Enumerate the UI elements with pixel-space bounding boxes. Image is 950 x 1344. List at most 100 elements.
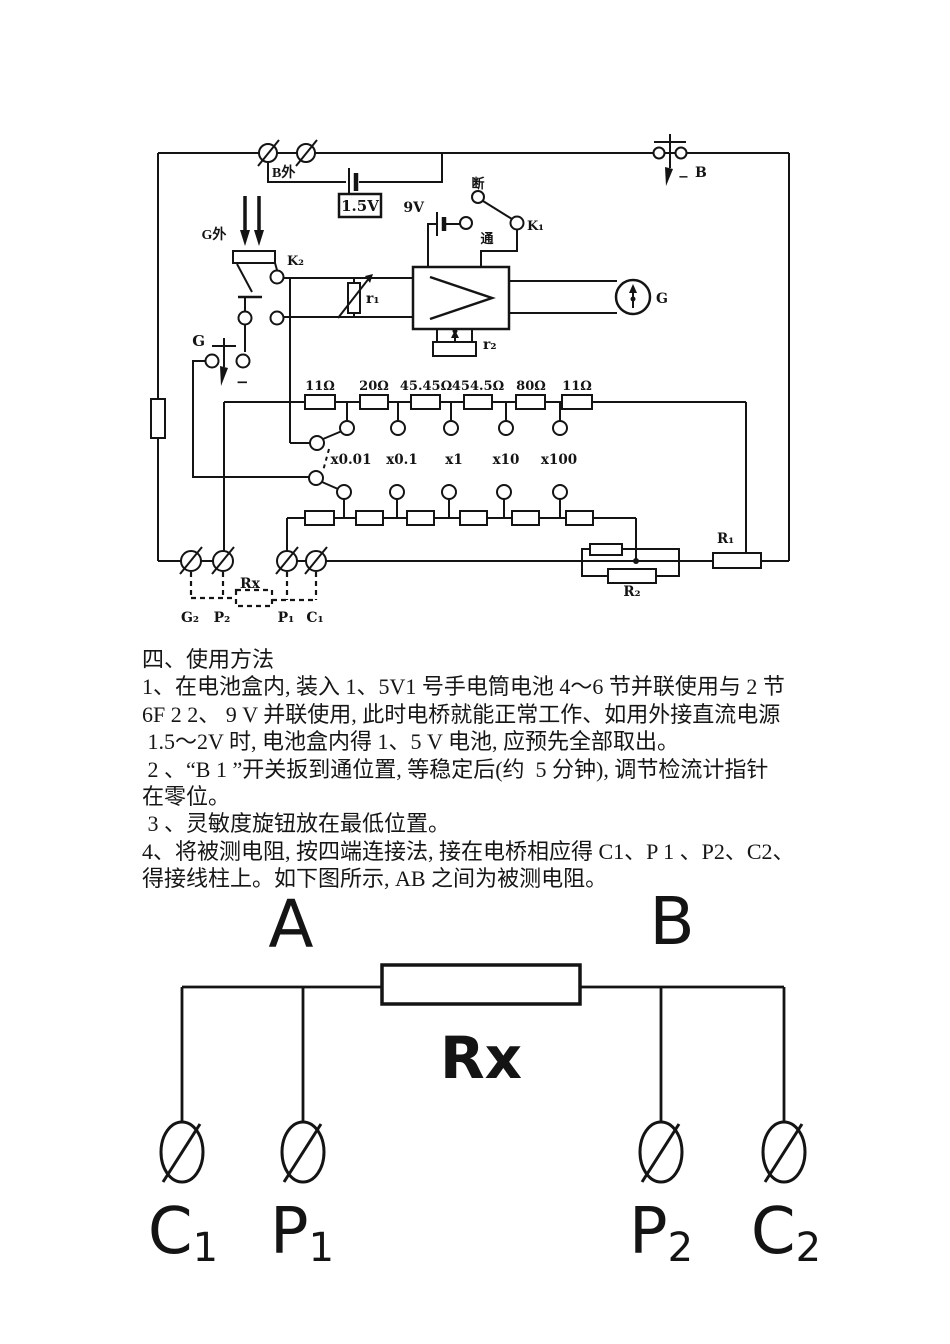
wiper2-arm: [321, 481, 339, 490]
battery-9v-label: 9V: [403, 200, 425, 216]
row1-resistor-value: 20Ω: [359, 379, 389, 394]
binding-posts: [179, 546, 328, 575]
terminal-subscript: 1: [193, 1225, 218, 1271]
left-edge-resistor: [150, 398, 166, 439]
terminal-subscript: 1: [309, 1225, 334, 1271]
wiper1-feed-wire: [289, 278, 310, 444]
multiplier-label: x0.1: [386, 452, 418, 468]
g-ext-label: G外: [202, 226, 227, 243]
k1-switch: [459, 190, 525, 231]
rx-figure: [159, 963, 807, 1184]
junction-dot: [633, 558, 639, 564]
instruction-line: 3 、灵敏度旋钮放在最低位置。: [142, 811, 451, 837]
rx-resistor-box: [380, 963, 582, 1006]
tong-on-label: 通: [480, 231, 493, 246]
instruction-line: 6F 2 2、 9 V 并联使用, 此时电桥就能正常工作、如用外接直流电源: [142, 701, 781, 727]
row1-tap-contacts: [339, 420, 568, 436]
post-label-p2: P₂: [214, 610, 231, 626]
instruction-line: 在零位。: [142, 784, 231, 810]
terminal-letter: C: [148, 1195, 193, 1269]
amplifier-box: [411, 265, 511, 331]
wiper2-pivot: [308, 470, 324, 486]
r2-label: r₂: [483, 337, 497, 353]
rx-figure-drop-wires: [180, 987, 786, 1122]
terminal-label-c1: C1: [148, 1195, 218, 1271]
terminal-label-c2: C2: [751, 1195, 821, 1271]
b-jack-label: B: [695, 165, 707, 181]
instruction-line: 2 、“B 1 ”开关扳到通位置, 等稳定后(约 5 分钟), 调节检流计指针: [142, 756, 769, 782]
r2-top-resistor: [589, 543, 623, 556]
multiplier-label: x100: [541, 452, 577, 468]
g-jack-minus: −: [236, 373, 249, 391]
rx-big-label: Rx: [440, 1024, 522, 1092]
row1-resistor-value: 80Ω: [516, 379, 546, 394]
row1-resistor-value: 11Ω: [305, 379, 335, 394]
b-jack-minus: −: [678, 170, 689, 185]
row1-tap-stems: [346, 402, 561, 421]
multiplier-label: x0.01: [331, 452, 372, 468]
terminal-label-p1: P1: [270, 1195, 334, 1271]
row2-tap-stems: [343, 499, 561, 518]
r1-resistor: [712, 552, 762, 569]
k1-label: K₁: [527, 219, 544, 234]
g-ext-arrows-icon: [240, 196, 264, 246]
battery-loop-right: [359, 154, 443, 183]
instruction-line: 4、将被测电阻, 按四端连接法, 接在电桥相应得 C1、P 1 、P2、C2、: [142, 838, 795, 864]
b-ext-label: B外: [272, 164, 295, 181]
row2-resistors: [304, 510, 594, 526]
galvanometer: [614, 278, 652, 316]
post-label-c1: C₁: [306, 610, 323, 626]
node-a-label: A: [268, 886, 313, 963]
terminal-subscript: 2: [796, 1225, 821, 1271]
row1-resistor-value: 45.45Ω: [400, 379, 452, 394]
R2-label: R₂: [623, 584, 640, 600]
row2-tap-contacts: [336, 484, 568, 500]
b-ext-terminal-2: [295, 139, 318, 167]
terminal-letter: P: [629, 1195, 668, 1269]
post-label-g2: G₂: [181, 610, 199, 626]
wiper1-pivot: [309, 435, 325, 451]
k2-label: K₂: [287, 254, 304, 269]
rx-small-label: Rx: [240, 576, 261, 592]
duan-off-label: 断: [471, 176, 484, 191]
rx-figure-terminals: [159, 1120, 807, 1184]
r2-potentiometer: [432, 328, 477, 357]
instruction-line: 得接线柱上。如下图所示, AB 之间为被测电阻。: [142, 866, 608, 892]
battery-1v5-label: 1.5V: [341, 197, 379, 215]
row1-resistor-value: 11Ω: [562, 379, 592, 394]
node-b-label: B: [649, 883, 694, 960]
section-heading: 四、使用方法: [142, 647, 275, 672]
terminal-letter: C: [751, 1195, 796, 1269]
wiper1-arm: [322, 430, 343, 440]
bridge-circuit-wires: [157, 152, 790, 608]
rx-figure-labels: A B Rx C1 P1 P2 C2: [148, 883, 821, 1271]
g-jack: [204, 338, 251, 386]
k2-knife-arm: [236, 263, 253, 293]
R1-label: R₁: [717, 531, 734, 547]
terminal-subscript: 2: [668, 1225, 693, 1271]
multiplier-label: x1: [445, 452, 462, 468]
g-jack-plug-tip-icon: [220, 366, 228, 386]
battery-1v5: [337, 168, 383, 219]
row1-resistors: [304, 394, 593, 410]
battery9-left-wire: [427, 223, 437, 267]
instruction-line: 1.5～2V 时, 电池盒内得 1、5 V 电池, 应预先全部取出。: [142, 729, 679, 755]
r2-bottom-resistor: [607, 568, 657, 584]
post-label-p1: P₁: [278, 610, 295, 626]
k2-switch: [232, 250, 285, 326]
multiplier-label: x10: [493, 452, 520, 468]
galvo-label: G: [656, 291, 668, 307]
row1-resistor-value: 454.5Ω: [452, 379, 504, 394]
jack-to-wiper2-wire: [192, 360, 309, 478]
r1-label: r₁: [366, 291, 380, 307]
r1-variable-resistor: [337, 274, 373, 319]
b-ext-terminal-1: [257, 139, 280, 167]
terminal-label-p2: P2: [629, 1195, 693, 1271]
battery-loop-left: [267, 162, 346, 183]
k2-stub: [274, 262, 278, 271]
terminal-letter: P: [270, 1195, 309, 1269]
usage-instructions: 四、使用方法 1、在电池盒内, 装入 1、5V1 号手电筒电池 4～6 节并联使…: [142, 646, 842, 893]
battery-9v: [436, 212, 447, 236]
